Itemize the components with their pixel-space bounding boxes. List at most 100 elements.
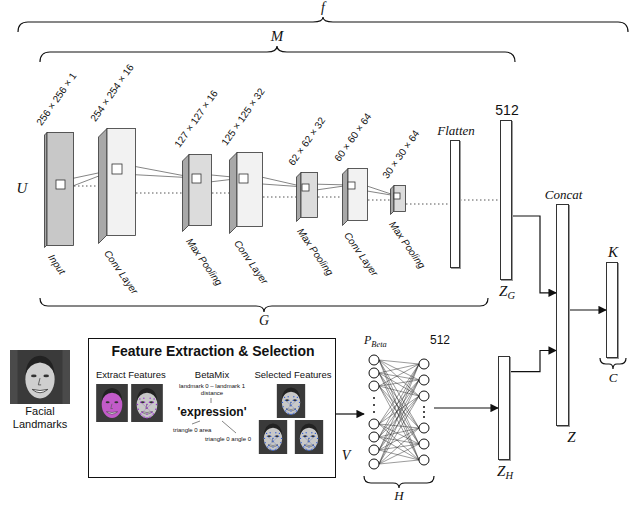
layer-name: Flatten — [437, 123, 475, 139]
layer-name: Conv Layer — [341, 230, 380, 279]
connector — [434, 407, 498, 408]
tree-note: triangle 0 angle 0 — [205, 436, 251, 443]
extracted-feature-images — [96, 384, 163, 422]
pool-layer: 62 × 62 × 32Max Pooling — [296, 172, 318, 222]
layer-name: Max Pooling — [294, 226, 335, 278]
brace — [40, 298, 488, 312]
conv-layer: 254 × 254 × 16Conv Layer — [98, 128, 136, 244]
dimension-label: 62 × 62 × 32 — [286, 115, 328, 168]
slab-front — [301, 173, 318, 218]
slab-front — [189, 155, 212, 226]
connector — [74, 186, 98, 187]
braces — [18, 17, 628, 488]
layer-name: Max Pooling — [183, 236, 224, 288]
feature-vector: ZH — [498, 356, 510, 460]
dense-network — [369, 355, 429, 469]
part-label: H — [394, 489, 403, 503]
conv-layer: 60 × 60 × 64Conv Layer — [342, 168, 368, 226]
layer-slab — [44, 132, 74, 248]
box-title: Feature Extraction & Selection — [111, 343, 314, 360]
symbol-label: PBeta — [364, 333, 387, 347]
connector — [336, 413, 364, 414]
kernel-window — [394, 193, 400, 199]
part-label: f — [321, 0, 325, 15]
connector — [263, 197, 296, 198]
symbol-label: K — [608, 243, 618, 261]
tree-note: triangle 0 area — [173, 427, 211, 434]
layer-slab — [296, 172, 318, 222]
connector — [510, 351, 556, 372]
slab-side — [99, 129, 108, 244]
connector — [212, 193, 229, 194]
kernel-window — [302, 184, 309, 191]
dense-layer: PBeta512 — [364, 350, 434, 478]
face-image: Facial Landmarks — [10, 350, 70, 404]
size-label: 512 — [495, 102, 518, 119]
input-layer: 256 × 256 × 1Input — [44, 132, 74, 248]
layer-slab — [98, 128, 136, 244]
step-title: Extract Features — [96, 369, 166, 380]
slab-side — [230, 153, 238, 234]
dimension-label: 254 × 254 × 16 — [88, 62, 136, 124]
step-box: BetaMixlandmark 0 – landmark 1 distance'… — [173, 369, 251, 447]
connector — [406, 204, 450, 205]
slab-side — [183, 155, 190, 232]
kernel-window — [56, 180, 65, 189]
brace — [18, 17, 628, 32]
tree-root: 'expression' — [177, 405, 246, 419]
output-vector: K — [606, 262, 618, 358]
dimension-label: 60 × 60 × 64 — [332, 111, 374, 164]
dimension-label: 256 × 256 × 1 — [34, 71, 79, 128]
layer-slab — [342, 168, 368, 226]
tree-note: landmark 0 – landmark 1 distance — [177, 383, 247, 397]
layer-name: Max Pooling — [386, 219, 427, 271]
layer-slab — [229, 152, 263, 234]
slab-side — [343, 169, 349, 226]
layer-name: Input — [45, 252, 68, 277]
layer-name: Conv Layer — [101, 248, 140, 297]
subscript: H — [505, 470, 513, 481]
brace — [364, 476, 434, 488]
dimension-label: 30 × 30 × 64 — [380, 128, 422, 181]
kernel-window — [192, 174, 201, 183]
pool-layer: 127 × 127 × 16Max Pooling — [182, 154, 212, 232]
part-label: V — [342, 448, 351, 463]
symbol-label: ZH — [497, 462, 513, 480]
dimension-label: 125 × 125 × 32 — [219, 86, 267, 148]
slab-front — [348, 169, 368, 221]
kernel-window — [112, 164, 122, 174]
layer-name: Concat — [545, 187, 583, 203]
connector — [318, 197, 342, 198]
symbol-label: ZG — [499, 282, 515, 300]
part-label: U — [17, 180, 28, 197]
part-label: G — [259, 313, 269, 328]
conv-layer: 125 × 125 × 32Conv Layer — [229, 152, 263, 234]
image-caption: Facial Landmarks — [5, 405, 75, 431]
kernel-window — [348, 182, 355, 189]
slab-front — [394, 186, 406, 212]
concat-vector: ConcatZ — [556, 204, 569, 426]
slab-side — [297, 173, 302, 222]
part-label: M — [271, 28, 284, 45]
step-title: Selected Features — [254, 369, 331, 380]
brace — [40, 46, 515, 62]
brace — [600, 358, 626, 369]
flatten-vector: Flatten — [450, 140, 460, 268]
dimension-label: 127 × 127 × 16 — [172, 88, 220, 150]
step-box: Extract Features — [95, 369, 167, 425]
part-label: C — [609, 371, 618, 385]
layer-name: Conv Layer — [231, 238, 270, 287]
slab-front — [107, 129, 136, 236]
kernel-window — [239, 174, 248, 183]
step-box: Selected Features — [253, 369, 333, 459]
symbol-label: Z — [567, 428, 575, 446]
slab-front — [237, 153, 263, 227]
selected-feature-images — [259, 384, 323, 454]
connector — [136, 193, 182, 194]
slab-front — [47, 133, 74, 246]
process-box: Feature Extraction & SelectionExtract Fe… — [88, 338, 336, 478]
size-label: 512 — [430, 333, 450, 347]
feature-vector: 512ZG — [500, 120, 512, 280]
connector — [512, 216, 556, 293]
